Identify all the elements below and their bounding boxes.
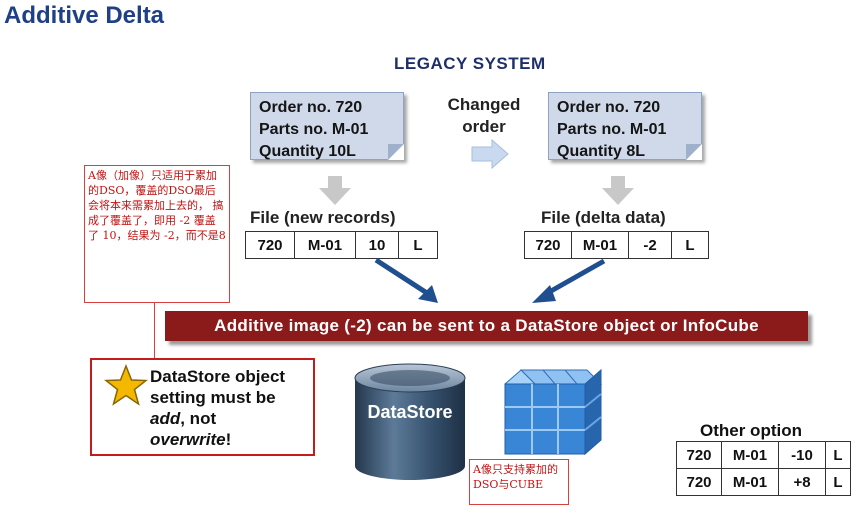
arrow-to-banner-left-icon — [374, 257, 438, 303]
card-line-quantity: Quantity 10L — [259, 143, 356, 160]
folded-corner — [686, 144, 702, 160]
file-new-records-label: File (new records) — [250, 208, 396, 227]
folded-corner — [388, 144, 404, 160]
setting-line-2: setting must be — [150, 388, 276, 407]
cell-order: 720 — [245, 231, 295, 259]
changed-line-2: order — [462, 117, 506, 136]
new-records-table: 720 M-01 10 L — [245, 231, 438, 259]
cell-part: M-01 — [571, 231, 629, 259]
page-title: Additive Delta — [4, 2, 165, 29]
other-option-label: Other option — [700, 421, 802, 440]
add-word: add — [150, 409, 181, 428]
datastore-setting-text: DataStore object setting must be add, no… — [150, 366, 285, 450]
setting-line-4: overwrite! — [150, 429, 285, 450]
down-arrow-icon — [319, 176, 351, 205]
down-arrow-icon — [602, 176, 634, 205]
setting-line-1: DataStore object — [150, 367, 286, 386]
file-delta-data-label: File (delta data) — [541, 208, 666, 227]
order-card-changed: Order no. 720 Parts no. M-01 Quantity 8L — [548, 92, 702, 160]
card-line-quantity: Quantity 8L — [557, 143, 646, 160]
cell-part: M-01 — [721, 468, 779, 496]
right-arrow-icon — [471, 138, 509, 170]
cell-quantity: -2 — [628, 231, 672, 259]
setting-line-3: add, not — [150, 408, 285, 429]
overwrite-word: overwrite — [150, 430, 226, 449]
cell-unit: L — [825, 468, 851, 496]
changed-order-label: Changed order — [436, 94, 532, 138]
cell-order: 720 — [676, 468, 722, 496]
table-row: 720 M-01 +8 L — [676, 468, 851, 496]
additive-image-banner: Additive image (-2) can be sent to a Dat… — [165, 311, 808, 341]
star-icon — [104, 364, 148, 406]
arrow-to-banner-right-icon — [532, 258, 606, 303]
table-row: 720 M-01 -10 L — [676, 441, 851, 469]
cell-quantity: +8 — [778, 468, 826, 496]
changed-line-1: Changed — [447, 95, 521, 114]
exclaim: ! — [225, 430, 232, 449]
not-word: , not — [180, 409, 217, 428]
order-card-original: Order no. 720 Parts no. M-01 Quantity 10… — [250, 92, 404, 160]
datastore-cylinder-icon — [354, 363, 466, 480]
table-row: 720 M-01 -2 L — [524, 231, 709, 259]
annotation-cube-note: A像只支持累加的DSO与CUBE — [469, 459, 569, 505]
cell-part: M-01 — [721, 441, 779, 469]
infocube-icon — [504, 368, 603, 456]
annotation-additive-note: A像（加像）只适用于累加的DSO，覆盖的DSO最后会将本来需累加上去的， 搞成了… — [84, 165, 230, 303]
cell-unit: L — [398, 231, 438, 259]
card-line-order: Order no. 720 — [259, 99, 363, 116]
card-line-order: Order no. 720 — [557, 99, 661, 116]
cell-unit: L — [671, 231, 709, 259]
legacy-system-heading: LEGACY SYSTEM — [394, 54, 546, 73]
annotation-connector — [154, 303, 155, 359]
cell-quantity: -10 — [778, 441, 826, 469]
datastore-label: DataStore — [367, 402, 453, 422]
table-row: 720 M-01 10 L — [245, 231, 438, 259]
delta-data-table: 720 M-01 -2 L — [524, 231, 709, 259]
cell-order: 720 — [676, 441, 722, 469]
cell-unit: L — [825, 441, 851, 469]
cell-order: 720 — [524, 231, 572, 259]
card-line-parts: Parts no. M-01 — [557, 121, 667, 138]
other-option-table: 720 M-01 -10 L 720 M-01 +8 L — [676, 441, 851, 496]
cell-part: M-01 — [294, 231, 356, 259]
card-line-parts: Parts no. M-01 — [259, 121, 369, 138]
